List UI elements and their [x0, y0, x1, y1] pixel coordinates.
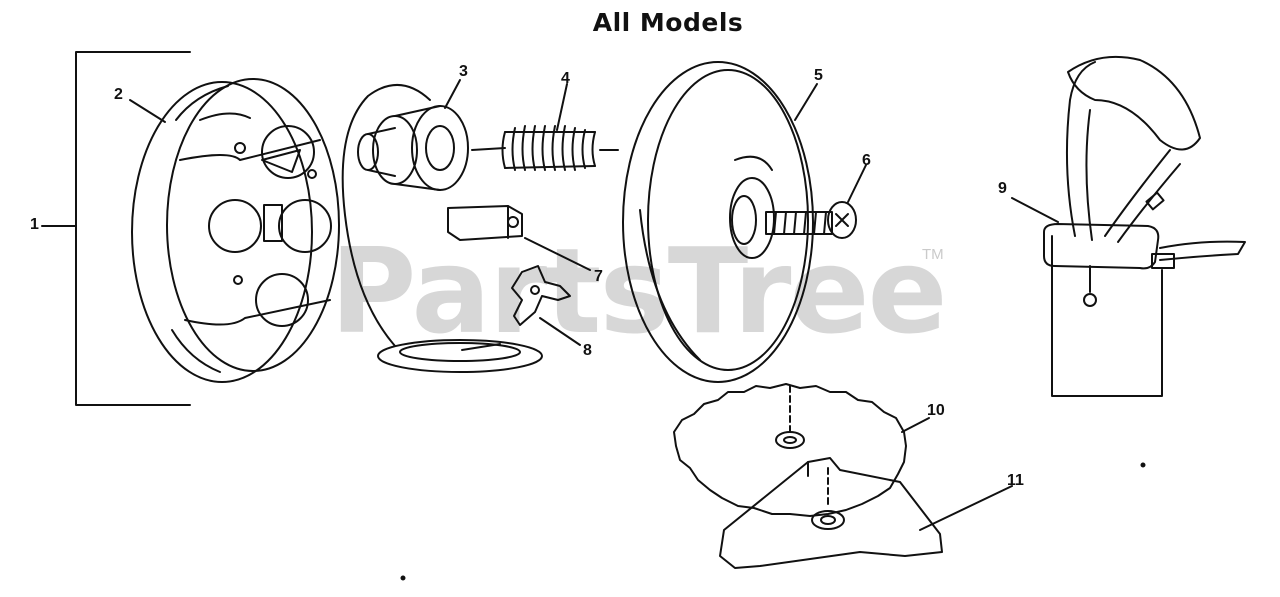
part-11-brush-blade[interactable] [720, 458, 942, 568]
callout-4: 4 [561, 70, 570, 87]
leader-3 [445, 80, 460, 108]
part-5-drum[interactable] [623, 62, 813, 382]
callout-5: 5 [814, 67, 823, 84]
callout-8: 8 [583, 342, 592, 359]
callout-3: 3 [459, 63, 468, 80]
leader-6 [848, 165, 866, 202]
part-4-spring[interactable] [472, 126, 618, 170]
callout-10: 10 [927, 402, 945, 419]
part-3-bushing[interactable] [358, 106, 468, 190]
part-8-clutch-shoe[interactable] [512, 266, 570, 325]
callout-11: 11 [1007, 472, 1024, 489]
callout-7: 7 [594, 268, 603, 285]
callout-2: 2 [114, 86, 123, 103]
part-10-saw-blade[interactable] [674, 384, 906, 516]
leader-9 [1012, 198, 1058, 222]
callout-1: 1 [30, 216, 39, 233]
part-2-clutch-housing[interactable] [132, 79, 339, 382]
leader-11 [920, 486, 1012, 530]
part-6-bolt[interactable] [766, 202, 856, 238]
watermark-trademark: TM [922, 246, 944, 263]
part-7-coupler[interactable] [448, 206, 522, 240]
speck [1142, 464, 1145, 467]
leader-10 [902, 418, 929, 432]
clutch-spring-wire [343, 85, 542, 372]
part-9-harness[interactable] [1044, 57, 1245, 396]
assembly-bracket [42, 52, 190, 405]
watermark: PartsTree [330, 222, 948, 360]
leader-8 [540, 318, 580, 345]
leader-5 [795, 84, 817, 120]
callout-6: 6 [862, 152, 871, 169]
callout-9: 9 [998, 180, 1007, 197]
leader-4 [557, 84, 567, 130]
leader-7 [525, 238, 590, 270]
speck [402, 577, 405, 580]
diagram-title: All Models [592, 8, 744, 37]
leader-2 [130, 100, 165, 122]
